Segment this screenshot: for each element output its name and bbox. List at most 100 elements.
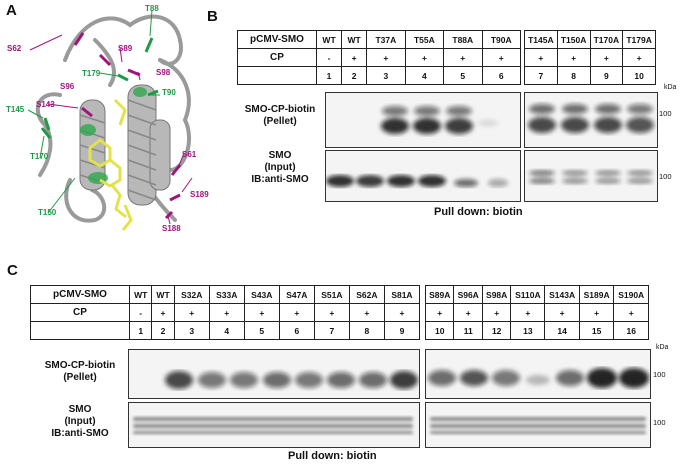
mutant-cell: WT — [128, 285, 153, 304]
label-s89: S89 — [118, 44, 133, 53]
mw-marker: 100 — [659, 109, 672, 118]
label-s143: S143 — [36, 100, 55, 109]
mutant-cell: WT — [341, 30, 368, 49]
cp-cell: + — [481, 48, 522, 67]
cp-cell: + — [366, 48, 406, 67]
cp-cell: + — [443, 48, 483, 67]
cp-cell: + — [424, 303, 455, 322]
panel-b-header-group1: pCMV-SMO WT WT T37A T55A T88A T90A CP - … — [237, 30, 522, 85]
mutant-cell: T88A — [443, 30, 483, 49]
label-s189: S189 — [190, 190, 209, 199]
lane-number: 6 — [481, 66, 522, 85]
lane-number: 13 — [510, 321, 546, 340]
label-s62: S62 — [7, 44, 22, 53]
row-label-pcmv-smo: pCMV-SMO — [30, 285, 130, 304]
lane-number: 9 — [383, 321, 421, 340]
mutant-cell: S62A — [348, 285, 385, 304]
mutant-cell: S189A — [578, 285, 615, 304]
mutant-cell: T90A — [481, 30, 522, 49]
blot-pellet-c2 — [425, 349, 651, 399]
input-label: SMO(Input)IB:anti-SMO — [251, 150, 309, 185]
lane-number: 10 — [424, 321, 455, 340]
mutant-cell: S96A — [453, 285, 483, 304]
lane-number: 1 — [128, 321, 153, 340]
cp-cell: + — [404, 48, 445, 67]
cp-cell: + — [243, 303, 280, 322]
cp-cell: + — [173, 303, 210, 322]
panel-c-header-group2: S89A S96A S98A S110A S143A S189A S190A +… — [424, 285, 649, 340]
mutant-cell: S51A — [313, 285, 350, 304]
cp-cell: + — [622, 48, 656, 67]
mutant-cell: S33A — [208, 285, 245, 304]
mutant-cell: T150A — [556, 30, 591, 49]
label-t150: T150 — [38, 208, 57, 217]
cp-cell: + — [578, 303, 615, 322]
mutant-cell: S143A — [544, 285, 580, 304]
label-t170: T170 — [30, 152, 49, 161]
input-label: SMO(Input)IB:anti-SMO — [51, 404, 109, 439]
lane-number: 11 — [453, 321, 483, 340]
pellet-label: SMO-CP-biotin(Pellet) — [244, 104, 316, 127]
label-t90: T90 — [162, 88, 176, 97]
cp-cell: + — [556, 48, 591, 67]
lane-number: 7 — [524, 66, 558, 85]
blot-pellet-c1 — [128, 349, 420, 399]
lane-number: 15 — [578, 321, 615, 340]
cp-cell: + — [208, 303, 245, 322]
mutant-cell: S47A — [278, 285, 315, 304]
kda-label: kDa — [656, 344, 669, 351]
pellet-label: SMO-CP-biotin(Pellet) — [44, 360, 116, 383]
cp-cell: + — [341, 48, 368, 67]
lane-number: 16 — [613, 321, 649, 340]
mutant-cell: T55A — [404, 30, 445, 49]
cp-cell: + — [151, 303, 175, 322]
lane-number: 7 — [313, 321, 350, 340]
cp-cell: + — [613, 303, 649, 322]
label-s61: S61 — [182, 150, 197, 159]
mutant-cell: S110A — [510, 285, 546, 304]
lane-number: 5 — [243, 321, 280, 340]
lane-number: 1 — [315, 66, 343, 85]
label-s98: S98 — [156, 68, 171, 77]
mutant-cell: T179A — [622, 30, 656, 49]
lane-number: 10 — [622, 66, 656, 85]
lane-number: 8 — [348, 321, 385, 340]
pulldown-label: Pull down: biotin — [434, 206, 523, 218]
blot-pellet-b2 — [524, 92, 658, 148]
kda-label: kDa — [664, 84, 677, 91]
cp-cell: + — [348, 303, 385, 322]
mutant-cell: T145A — [524, 30, 558, 49]
mutant-cell: S89A — [424, 285, 455, 304]
pulldown-label: Pull down: biotin — [288, 450, 377, 462]
mw-marker: 100 — [659, 172, 672, 181]
panel-b-header-group2: T145A T150A T170A T179A + + + + 7 8 9 10 — [524, 30, 656, 85]
label-s188: S188 — [162, 224, 181, 233]
row-label-cp: CP — [30, 303, 130, 322]
mw-marker: 100 — [653, 370, 666, 379]
lane-number: 9 — [589, 66, 624, 85]
label-t88: T88 — [145, 4, 159, 13]
lane-number: 2 — [151, 321, 175, 340]
row-label-cp: CP — [237, 48, 317, 67]
cp-cell: + — [453, 303, 483, 322]
cp-cell: - — [128, 303, 153, 322]
mutant-cell: WT — [315, 30, 343, 49]
mutant-cell: S81A — [383, 285, 421, 304]
mutant-cell: WT — [151, 285, 175, 304]
blot-input-c1 — [128, 402, 420, 448]
blot-input-c2 — [425, 402, 651, 448]
cp-cell: - — [315, 48, 343, 67]
cp-cell: + — [481, 303, 512, 322]
row-label-pcmv-smo: pCMV-SMO — [237, 30, 317, 49]
label-t145: T145 — [6, 105, 25, 114]
protein-structure — [27, 9, 193, 231]
label-t179: T179 — [82, 69, 101, 78]
cp-cell: + — [313, 303, 350, 322]
panel-c-header-group1: pCMV-SMO WT WT S32A S33A S43A S47A S51A … — [30, 285, 421, 340]
lane-number: 5 — [443, 66, 483, 85]
mw-marker: 100 — [653, 418, 666, 427]
cp-cell: + — [589, 48, 624, 67]
cp-cell: + — [524, 48, 558, 67]
lane-number: 6 — [278, 321, 315, 340]
label-s96: S96 — [60, 82, 75, 91]
